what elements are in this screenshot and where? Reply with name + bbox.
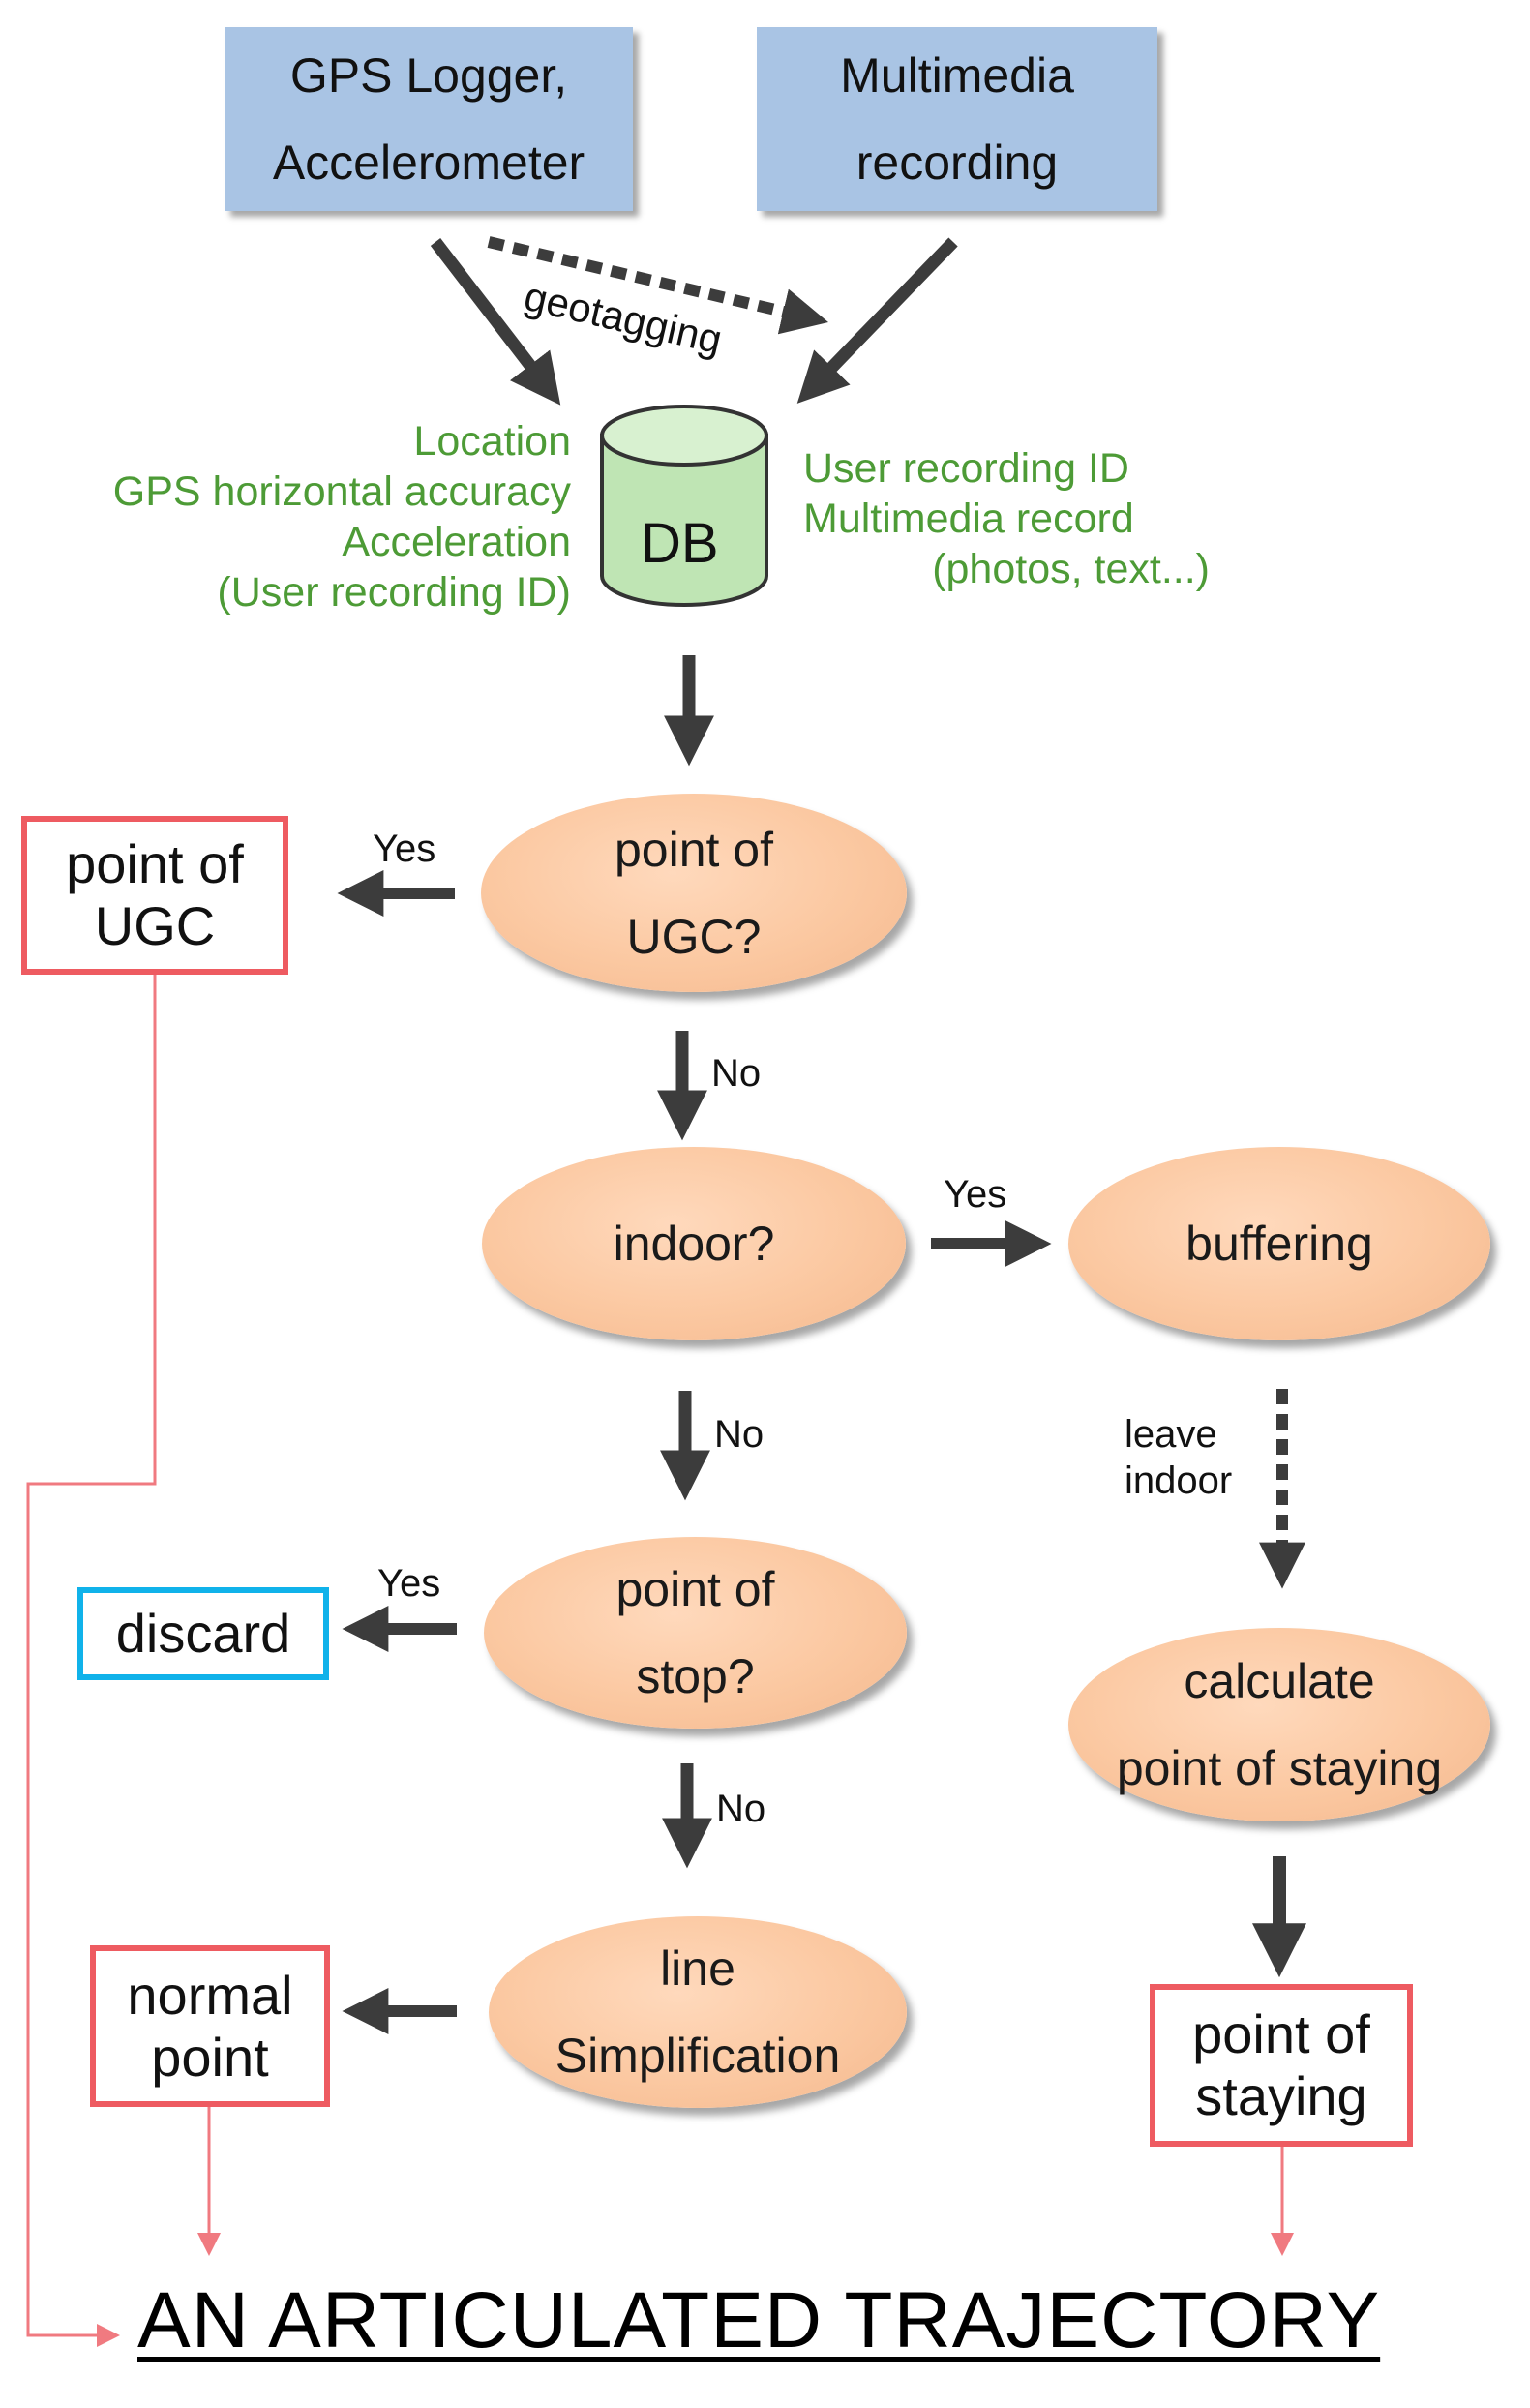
leave-indoor-line-2: indoor	[1125, 1460, 1233, 1502]
db-field-location: Location	[413, 418, 571, 465]
ugc-decision-line-1: point of	[614, 822, 773, 877]
db-cylinder-icon	[600, 405, 768, 607]
db-label: DB	[641, 512, 719, 575]
indoor-no-label: No	[714, 1413, 765, 1456]
gps-logger-box: GPS Logger, Accelerometer	[225, 27, 633, 211]
discard-output: discard	[77, 1587, 329, 1680]
ugc-yes-label: Yes	[373, 828, 436, 870]
ugc-decision-line-2: UGC?	[626, 909, 762, 964]
line-step-line-2: Simplification	[555, 2029, 841, 2083]
geotagging-arrow	[487, 236, 829, 335]
ugc-output-line-1: point of	[66, 833, 244, 894]
gps-to-db-arrow	[430, 238, 561, 406]
stop-yes-label: Yes	[377, 1562, 441, 1605]
db-field-recording-id: (User recording ID)	[217, 569, 571, 616]
buffering-label: buffering	[1185, 1217, 1373, 1271]
stop-no-label: No	[716, 1788, 766, 1830]
indoor-yes-label: Yes	[944, 1173, 1007, 1216]
gps-line-1: GPS Logger,	[289, 48, 568, 103]
ugc-to-trajectory-line	[26, 975, 157, 2347]
stop-decision-line-1: point of	[615, 1562, 775, 1616]
staying-output-line-1: point of	[1192, 2003, 1370, 2064]
db-field-acceleration: Acceleration	[342, 519, 571, 565]
indoor-decision-label: indoor?	[613, 1217, 775, 1271]
point-of-staying-output: point of staying	[1150, 1984, 1413, 2147]
multimedia-to-db-arrow	[796, 237, 958, 404]
multimedia-line-2: recording	[855, 135, 1059, 190]
leave-indoor-label: leave indoor	[1125, 1411, 1232, 1504]
ugc-output-line-2: UGC	[94, 895, 216, 956]
leave-indoor-line-1: leave	[1125, 1413, 1217, 1456]
normal-point-output: normal point	[90, 1945, 330, 2107]
staying-output-line-2: staying	[1195, 2065, 1367, 2126]
gps-line-2: Accelerometer	[272, 135, 585, 190]
line-simplification-step: line Simplification	[489, 1916, 907, 2108]
db-field-multimedia-record: Multimedia record	[803, 496, 1134, 542]
ugc-no-label: No	[711, 1052, 762, 1095]
db-field-accuracy: GPS horizontal accuracy	[112, 468, 571, 515]
point-of-ugc-decision: point of UGC?	[481, 794, 907, 992]
db-field-user-recording-id: User recording ID	[803, 445, 1129, 492]
articulated-trajectory-title: AN ARTICULATED TRAJECTORY	[137, 2276, 1381, 2364]
buffering-step: buffering	[1068, 1147, 1490, 1340]
multimedia-box: Multimedia recording	[757, 27, 1157, 211]
db-field-photos-text: (photos, text...)	[932, 546, 1210, 592]
normal-output-line-1: normal	[127, 1964, 293, 2026]
line-step-line-1: line	[660, 1941, 735, 1996]
point-of-stop-decision: point of stop?	[484, 1537, 907, 1729]
calculate-staying-step: calculate point of staying	[1068, 1628, 1490, 1821]
calculate-line-2: point of staying	[1116, 1741, 1443, 1795]
calculate-line-1: calculate	[1184, 1654, 1375, 1708]
discard-label: discard	[115, 1603, 291, 1664]
multimedia-line-1: Multimedia	[840, 48, 1074, 103]
indoor-decision: indoor?	[482, 1147, 906, 1340]
db-left-fields: Location GPS horizontal accuracy Acceler…	[39, 416, 571, 617]
stop-decision-line-2: stop?	[636, 1649, 755, 1703]
point-of-ugc-output: point of UGC	[21, 816, 288, 975]
db-right-fields: User recording ID Multimedia record (pho…	[803, 443, 1210, 594]
normal-output-line-2: point	[151, 2026, 269, 2088]
